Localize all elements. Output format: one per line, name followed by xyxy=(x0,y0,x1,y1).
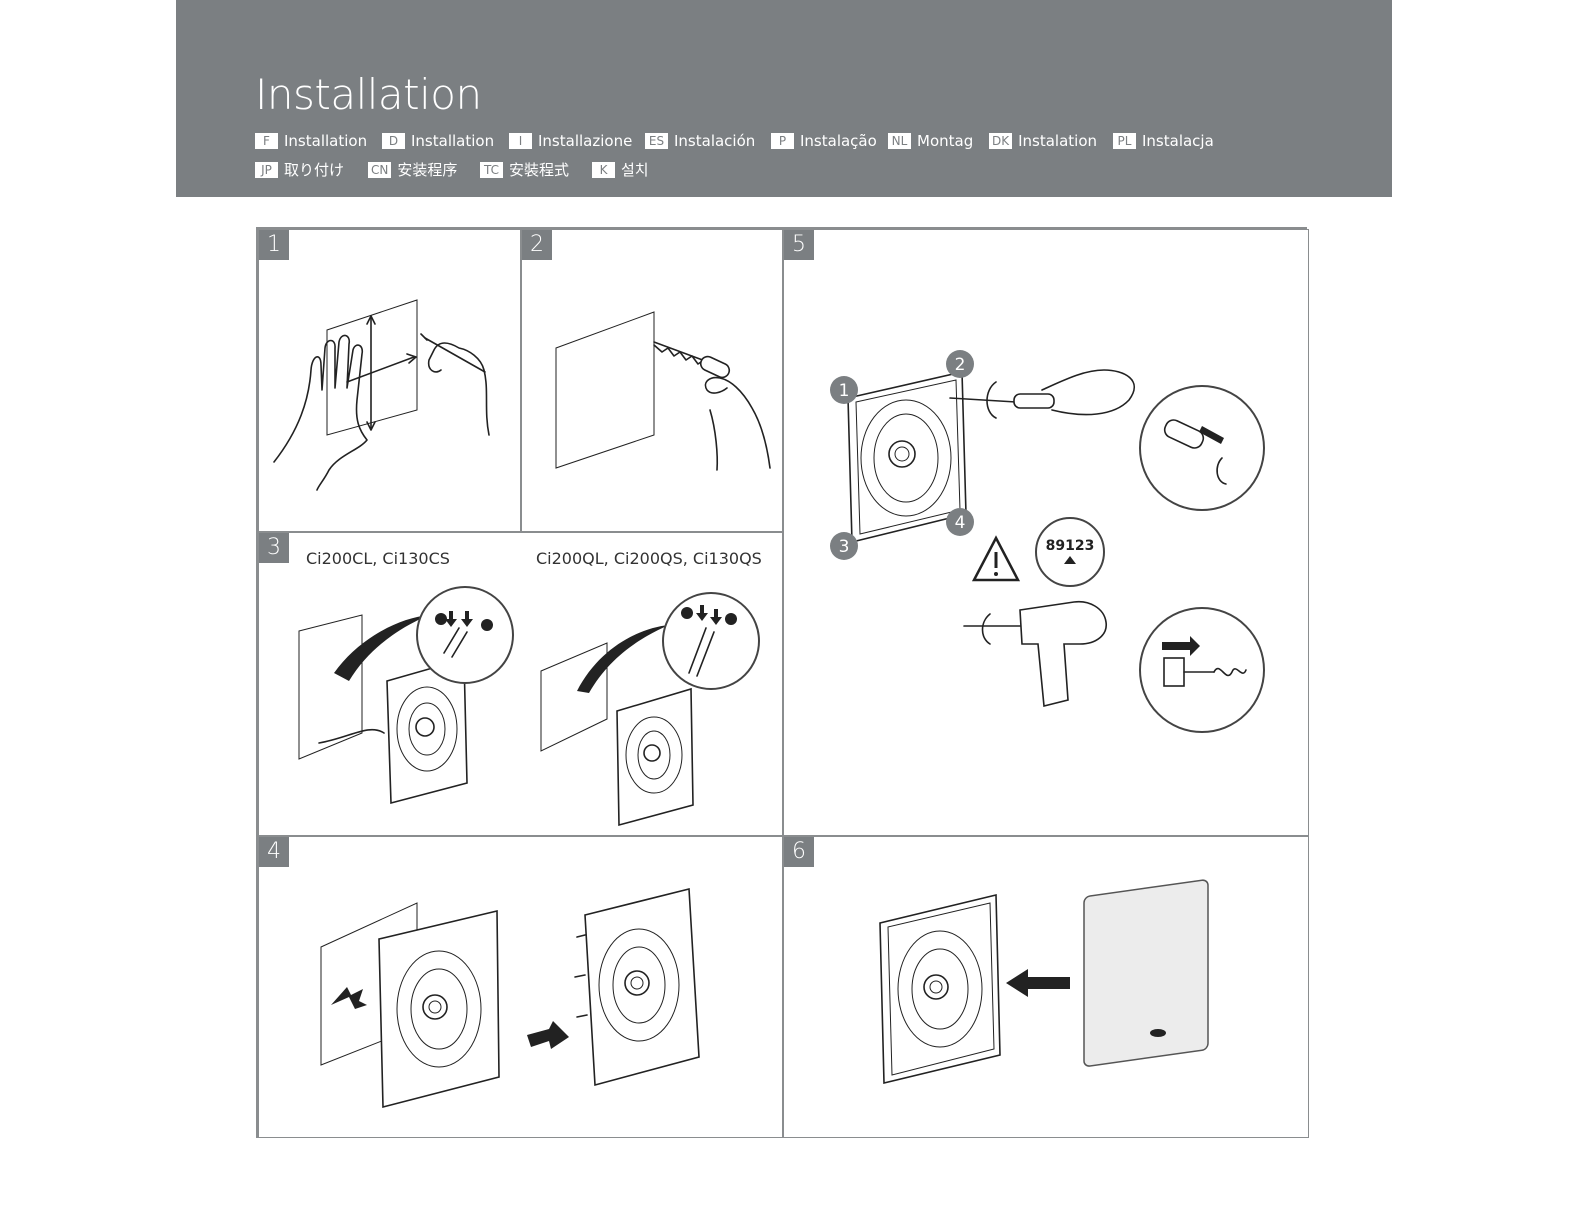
dial-digits: 89123 xyxy=(1046,538,1095,554)
step-6-panel: 6 xyxy=(783,836,1309,1138)
step-1-panel: 1 xyxy=(258,229,521,532)
mark-cutout-illustration xyxy=(259,230,522,533)
step-5-panel: 5 1 2 3 4 xyxy=(783,229,1309,836)
lang-item: DK Instalation xyxy=(989,132,1097,150)
lang-code: JP xyxy=(255,162,278,178)
header-banner: Installation F Installation D Installati… xyxy=(176,0,1392,197)
lang-label: Installation xyxy=(284,132,367,150)
lang-label: Instalação xyxy=(800,132,877,150)
wiring-illustration xyxy=(259,533,784,837)
lang-item: JP 取り付け xyxy=(255,159,344,180)
lang-code: CN xyxy=(368,162,391,178)
insert-speaker-illustration xyxy=(259,837,784,1139)
lang-label: Instalación xyxy=(674,132,755,150)
lang-code: NL xyxy=(888,133,911,149)
lang-item: ES Instalación xyxy=(645,132,755,150)
lang-label: Installazione xyxy=(538,132,632,150)
lang-item: PL Instalacja xyxy=(1113,132,1214,150)
lang-code: TC xyxy=(480,162,503,178)
lang-code: K xyxy=(592,162,615,178)
instruction-grid: 1 2 3 Ci200CL, Ci130CS xyxy=(256,227,1307,1138)
lang-code: F xyxy=(255,133,278,149)
attach-grille-illustration xyxy=(784,837,1310,1139)
step-3-panel: 3 Ci200CL, Ci130CS Ci200QL, Ci200QS, Ci1… xyxy=(258,532,783,836)
lang-code: I xyxy=(509,133,532,149)
lang-code: DK xyxy=(989,133,1012,149)
lang-code: P xyxy=(771,133,794,149)
cut-hole-illustration xyxy=(522,230,784,533)
lang-label: Installation xyxy=(411,132,494,150)
lang-item: CN 安装程序 xyxy=(368,159,457,180)
lang-label: 取り付け xyxy=(284,159,344,180)
lang-label: 安裝程式 xyxy=(509,159,569,180)
lang-item: P Instalação xyxy=(771,132,877,150)
lang-label: 安装程序 xyxy=(397,159,457,180)
lang-code: ES xyxy=(645,133,668,149)
lang-item: D Installation xyxy=(382,132,494,150)
lang-label: 설치 xyxy=(621,159,649,180)
lang-label: Instalacja xyxy=(1142,132,1214,150)
lang-code: D xyxy=(382,133,405,149)
lang-label: Montag xyxy=(917,132,973,150)
mount-screws-illustration: 1 2 3 4 89123 xyxy=(784,230,1310,837)
step-4-panel: 4 xyxy=(258,836,783,1138)
lang-item: I Installazione xyxy=(509,132,632,150)
lang-item: K 설치 xyxy=(592,159,649,180)
marker-1: 1 xyxy=(839,381,850,401)
lang-item: TC 安裝程式 xyxy=(480,159,569,180)
page-title: Installation xyxy=(255,70,482,119)
lang-item: NL Montag xyxy=(888,132,973,150)
lang-code: PL xyxy=(1113,133,1136,149)
lang-label: Instalation xyxy=(1018,132,1097,150)
marker-3: 3 xyxy=(839,537,850,557)
lang-item: F Installation xyxy=(255,132,367,150)
marker-2: 2 xyxy=(955,355,966,375)
step-2-panel: 2 xyxy=(521,229,783,532)
marker-4: 4 xyxy=(955,513,966,533)
